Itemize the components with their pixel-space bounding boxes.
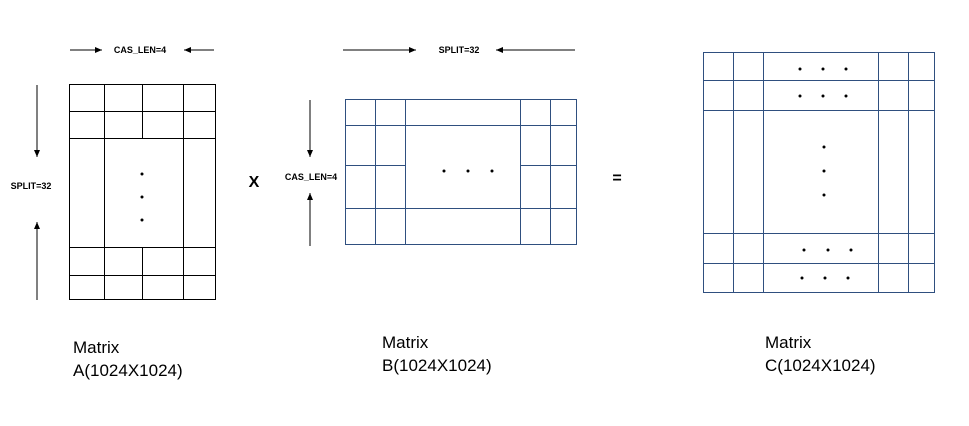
- equals-operator: =: [612, 170, 621, 187]
- ellipsis-dot: [140, 172, 144, 176]
- ellipsis-dot: [846, 276, 850, 280]
- multiply-operator: X: [249, 174, 260, 191]
- matrix-a-caption-line1: Matrix: [73, 338, 120, 357]
- ellipsis-dot: [798, 67, 802, 71]
- ellipsis-dot: [490, 169, 494, 173]
- ellipsis-dot: [821, 67, 825, 71]
- a-cas-len-label: CAS_LEN=4: [114, 45, 166, 55]
- matrix-a-vertical-ellipsis: [140, 172, 144, 222]
- ellipsis-dot: [800, 276, 804, 280]
- b-cas-len-label: CAS_LEN=4: [285, 172, 337, 182]
- matrix-c-border: [703, 52, 935, 293]
- matrix-b-caption-line2: B(1024X1024): [382, 356, 492, 375]
- ellipsis-dot: [798, 94, 802, 98]
- ellipsis-dot: [822, 193, 826, 197]
- ellipsis-dot: [821, 94, 825, 98]
- matrix-b-grid: [345, 99, 577, 245]
- matrix-c-caption: Matrix C(1024X1024): [765, 331, 876, 377]
- matrix-c-grid: [703, 52, 935, 293]
- ellipsis-dot: [442, 169, 446, 173]
- matrix-a-caption: Matrix A(1024X1024): [73, 336, 183, 382]
- b-split-label: SPLIT=32: [439, 45, 480, 55]
- ellipsis-dot: [844, 67, 848, 71]
- ellipsis-dot: [802, 248, 806, 252]
- ellipsis-dot: [140, 218, 144, 222]
- matrix-a-dimension-arrows: [34, 47, 214, 300]
- matrix-c-ellipsis: [798, 67, 853, 280]
- matrix-a-caption-line2: A(1024X1024): [73, 361, 183, 380]
- ellipsis-dot: [822, 145, 826, 149]
- matrix-b-dimension-arrows: [307, 47, 575, 246]
- matrix-c-caption-line1: Matrix: [765, 333, 812, 352]
- matrix-b-horizontal-ellipsis: [442, 169, 494, 173]
- matrix-b-border: [345, 99, 577, 245]
- ellipsis-dot: [826, 248, 830, 252]
- matrix-b-caption-line1: Matrix: [382, 333, 429, 352]
- a-split-label: SPLIT=32: [11, 181, 52, 191]
- matrix-b-caption: Matrix B(1024X1024): [382, 331, 492, 377]
- ellipsis-dot: [844, 94, 848, 98]
- ellipsis-dot: [140, 195, 144, 199]
- ellipsis-dot: [823, 276, 827, 280]
- matrix-a-grid: [69, 84, 216, 300]
- ellipsis-dot: [849, 248, 853, 252]
- matrix-c-caption-line2: C(1024X1024): [765, 356, 876, 375]
- ellipsis-dot: [822, 169, 826, 173]
- ellipsis-dot: [466, 169, 470, 173]
